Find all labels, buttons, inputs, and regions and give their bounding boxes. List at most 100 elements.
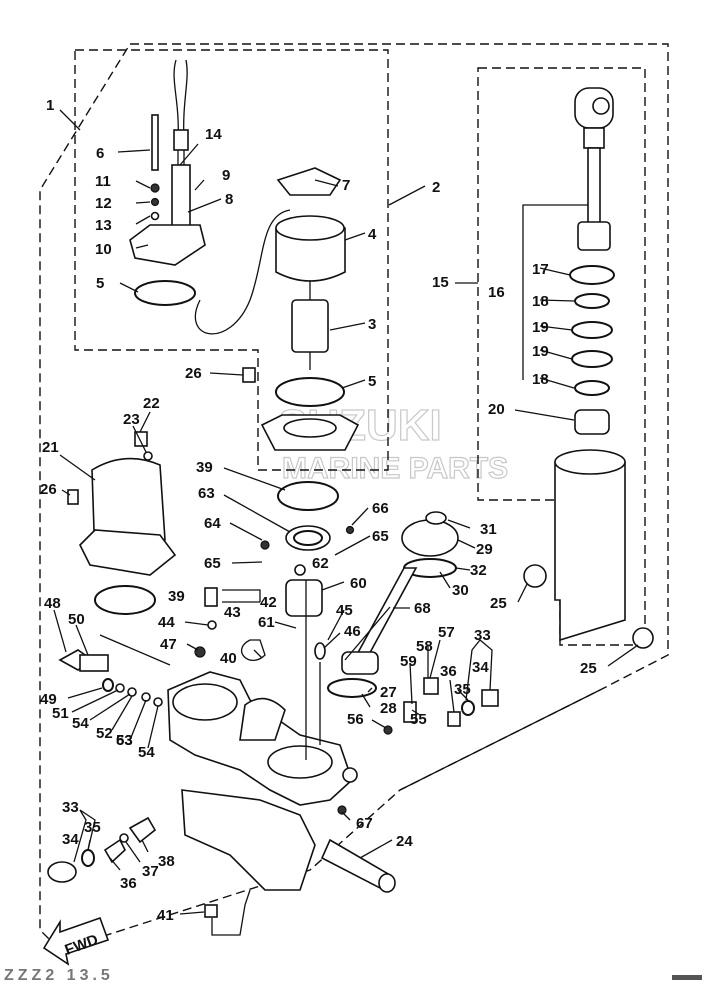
o-ring-39a xyxy=(94,585,156,615)
o-ring-34 xyxy=(461,700,475,716)
part-label-9: 9 xyxy=(222,167,230,184)
part-label-21: 21 xyxy=(42,439,59,456)
part-label-54a: 54 xyxy=(72,715,89,732)
part-label-32: 32 xyxy=(470,562,487,579)
watermark-line2: MARINE PARTS xyxy=(282,452,508,485)
valve-cap-29 xyxy=(401,519,459,557)
part-label-39b: 39 xyxy=(168,588,185,605)
part-label-11: 11 xyxy=(95,173,111,190)
part-label-1: 1 xyxy=(46,97,54,114)
part-label-68: 68 xyxy=(414,600,431,617)
plug-26b xyxy=(67,489,79,505)
part-label-18a: 18 xyxy=(532,293,549,310)
part-label-31: 31 xyxy=(480,521,497,538)
part-label-46: 46 xyxy=(344,623,361,640)
part-label-52: 52 xyxy=(96,725,113,742)
washer-13 xyxy=(150,211,160,221)
ring-19a xyxy=(571,321,613,339)
part-label-64: 64 xyxy=(204,515,221,532)
plug-26a xyxy=(242,367,256,383)
footer-code: ZZZ2 13.5 xyxy=(4,967,114,984)
ring-18a xyxy=(574,293,610,309)
part-label-36b: 36 xyxy=(120,875,137,892)
plug-33b xyxy=(47,861,77,883)
part-label-42: 42 xyxy=(260,594,277,611)
part-label-41: 41 xyxy=(157,907,174,924)
ball-37 xyxy=(119,833,129,843)
part-label-36a: 36 xyxy=(440,663,457,680)
piston-rod xyxy=(587,147,601,224)
part-label-25a: 25 xyxy=(490,595,507,612)
end-cover-10 xyxy=(129,224,206,266)
spring-36 xyxy=(447,711,461,727)
ring-19b xyxy=(571,350,613,368)
fwd-arrow: FWD xyxy=(42,916,110,966)
part-label-63a: 63 xyxy=(198,485,215,502)
part-label-18b: 18 xyxy=(532,371,549,388)
bolt-6 xyxy=(151,114,159,171)
valve-50 xyxy=(79,654,109,672)
part-label-30: 30 xyxy=(452,582,469,599)
leader-lines xyxy=(53,109,639,915)
ring-17 xyxy=(569,265,615,285)
part-label-17: 17 xyxy=(532,261,549,278)
screw-67 xyxy=(337,805,347,815)
part-label-67: 67 xyxy=(356,815,373,832)
part-label-61: 61 xyxy=(258,614,275,631)
part-label-50: 50 xyxy=(68,611,85,628)
spring-46 xyxy=(314,642,326,660)
part-label-12: 12 xyxy=(95,195,112,212)
armature-3 xyxy=(291,299,329,353)
part-label-8: 8 xyxy=(225,191,233,208)
o-ring-23 xyxy=(143,451,153,461)
part-label-22: 22 xyxy=(143,395,160,412)
part-label-19b: 19 xyxy=(532,343,549,360)
plug-54 xyxy=(153,697,163,707)
part-label-55: 55 xyxy=(410,711,427,728)
part-label-10: 10 xyxy=(95,241,112,258)
tilt-cylinder xyxy=(181,789,316,891)
screw-41 xyxy=(204,904,218,918)
check-62 xyxy=(294,564,306,576)
o-ring-5b xyxy=(275,377,345,407)
plug-57 xyxy=(423,677,439,695)
seal-20 xyxy=(574,409,610,435)
part-label-35b: 35 xyxy=(84,819,101,836)
part-label-2: 2 xyxy=(432,179,440,196)
part-label-26a: 26 xyxy=(185,365,202,382)
cylinder-subassembly-box xyxy=(477,67,646,646)
part-label-34b: 34 xyxy=(62,831,79,848)
part-label-27: 27 xyxy=(380,684,397,701)
part-label-45: 45 xyxy=(336,602,353,619)
piston-27 xyxy=(341,651,379,675)
washer-44 xyxy=(207,620,217,630)
part-label-60: 60 xyxy=(350,575,367,592)
ground-lead-41 xyxy=(211,889,251,936)
valve-38 xyxy=(128,816,157,844)
part-label-7: 7 xyxy=(342,177,350,194)
part-label-4: 4 xyxy=(368,226,377,243)
part-label-56: 56 xyxy=(347,711,364,728)
footer-mark xyxy=(672,975,702,980)
part-label-33b: 33 xyxy=(62,799,79,816)
part-label-19a: 19 xyxy=(532,319,549,336)
fwd-arrow-icon xyxy=(42,916,110,966)
assembly-outline xyxy=(39,43,669,951)
motor-parts xyxy=(129,59,360,451)
part-label-57: 57 xyxy=(438,624,455,641)
o-ring-5a xyxy=(134,280,196,306)
screw-66 xyxy=(345,525,355,535)
part-label-53: 53 xyxy=(116,732,133,749)
part-label-44: 44 xyxy=(158,614,175,631)
part-number-callouts: 1 2 3 4 5 5 6 7 8 9 10 11 12 13 14 15 16… xyxy=(40,97,597,924)
washer-11 xyxy=(150,183,160,193)
part-label-28: 28 xyxy=(380,700,397,717)
cylinder-parts xyxy=(523,87,654,649)
part-label-58: 58 xyxy=(416,638,433,655)
part-label-59: 59 xyxy=(400,653,417,670)
part-label-37: 37 xyxy=(142,863,159,880)
cylinder-body xyxy=(554,452,626,642)
part-label-23: 23 xyxy=(123,411,140,428)
plug-25b xyxy=(632,627,654,649)
